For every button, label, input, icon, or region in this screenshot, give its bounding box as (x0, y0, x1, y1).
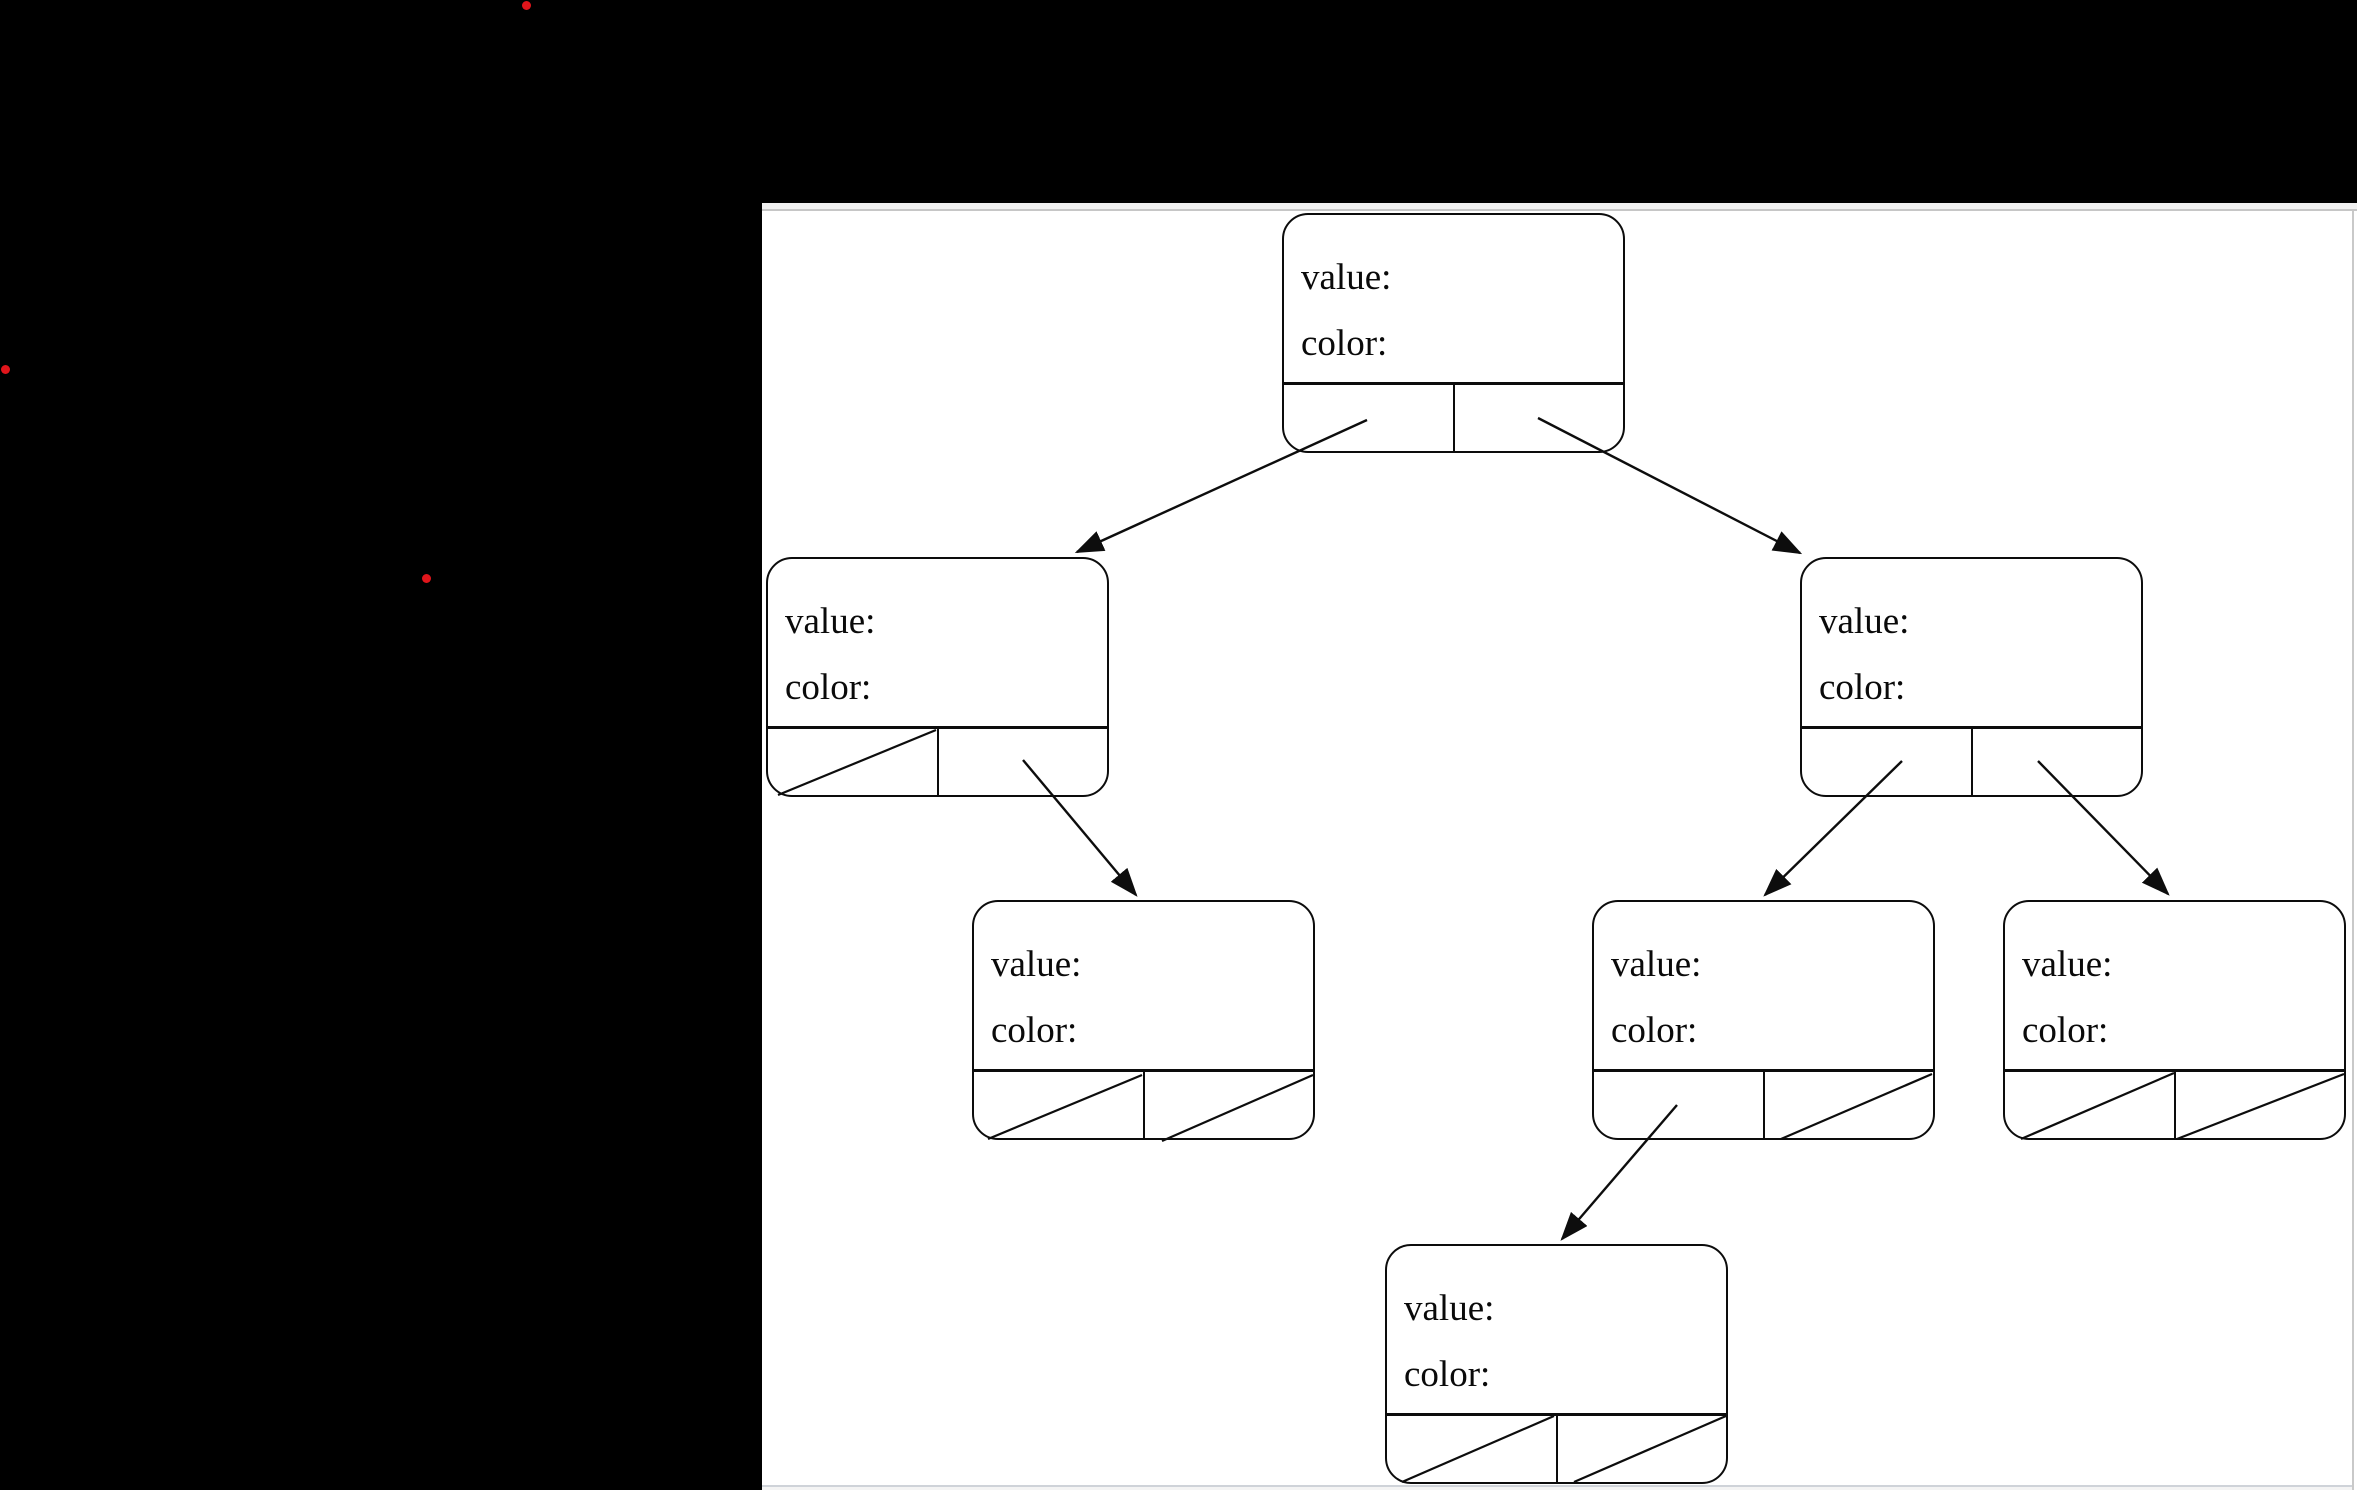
color-label: color: (1819, 667, 1906, 708)
value-label: value: (1404, 1288, 1495, 1329)
node-fields: value: color: (1802, 559, 2141, 728)
page-top-border-line (762, 209, 2357, 211)
pointer-row (1387, 1413, 1726, 1482)
left-pointer-cell (1284, 385, 1455, 451)
pointer-row (768, 726, 1107, 795)
pointer-row (974, 1069, 1313, 1138)
right-pointer-cell (1973, 729, 2142, 795)
left-pointer-cell-null (768, 729, 939, 795)
color-label: color: (1404, 1354, 1491, 1395)
page-bottom-border-line (762, 1485, 2352, 1487)
pointer-row (1594, 1069, 1933, 1138)
tree-node-left-child: value: color: (766, 557, 1109, 797)
color-label: color: (1301, 323, 1388, 364)
color-label: color: (991, 1010, 1078, 1051)
left-pointer-cell (1594, 1072, 1765, 1138)
node-fields: value: color: (974, 902, 1313, 1071)
color-label: color: (1611, 1010, 1698, 1051)
node-fields: value: color: (1594, 902, 1933, 1071)
color-label: color: (785, 667, 872, 708)
left-pointer-cell-null (2005, 1072, 2176, 1138)
page-top-edge-strip (762, 203, 2357, 209)
right-pointer-cell (939, 729, 1108, 795)
red-marker-dot-2 (1, 365, 10, 374)
red-marker-dot-3 (422, 574, 431, 583)
tree-node-right-child: value: color: (1800, 557, 2143, 797)
tree-node-root: value: color: (1282, 213, 1625, 453)
value-label: value: (2022, 944, 2113, 985)
page-right-border-line (2352, 211, 2354, 1490)
right-pointer-cell-null (1765, 1072, 1934, 1138)
node-fields: value: color: (768, 559, 1107, 728)
right-pointer-cell-null (1145, 1072, 1314, 1138)
value-label: value: (1301, 257, 1392, 298)
right-pointer-cell (1455, 385, 1624, 451)
color-label: color: (2022, 1010, 2109, 1051)
left-pointer-cell (1802, 729, 1973, 795)
tree-node-right-left-child: value: color: (1592, 900, 1935, 1140)
tree-node-right-left-left-child: value: color: (1385, 1244, 1728, 1484)
pointer-row (1284, 382, 1623, 451)
node-fields: value: color: (1387, 1246, 1726, 1415)
pointer-row (2005, 1069, 2344, 1138)
tree-node-right-right-child: value: color: (2003, 900, 2346, 1140)
node-fields: value: color: (1284, 215, 1623, 384)
right-pointer-cell-null (2176, 1072, 2345, 1138)
left-pointer-cell-null (1387, 1416, 1558, 1482)
page-bottom-edge-strip (762, 1487, 2352, 1490)
value-label: value: (1819, 601, 1910, 642)
right-pointer-cell-null (1558, 1416, 1727, 1482)
left-pointer-cell-null (974, 1072, 1145, 1138)
pointer-row (1802, 726, 2141, 795)
node-fields: value: color: (2005, 902, 2344, 1071)
red-marker-dot-1 (522, 1, 531, 10)
value-label: value: (1611, 944, 1702, 985)
tree-node-left-right-child: value: color: (972, 900, 1315, 1140)
value-label: value: (785, 601, 876, 642)
value-label: value: (991, 944, 1082, 985)
